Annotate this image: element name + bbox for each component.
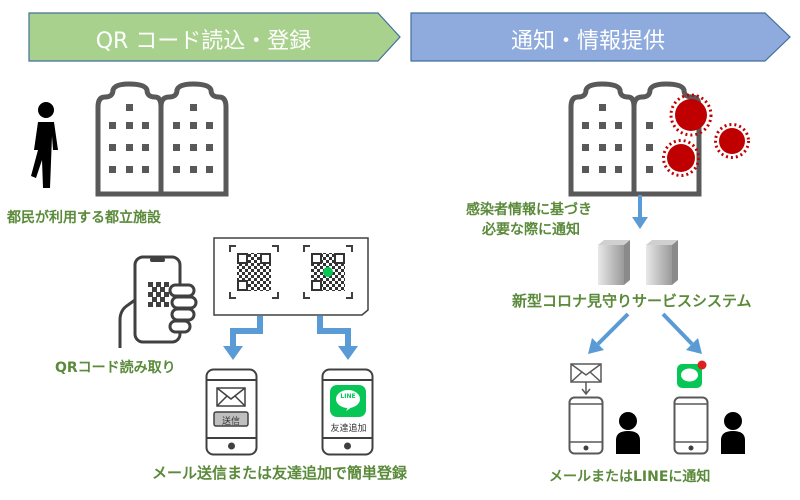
- server-icon: [598, 240, 678, 285]
- banner-left-label: QR コード読込・登録: [95, 29, 312, 54]
- register-label: メール送信または友達追加で簡単登録: [152, 464, 408, 482]
- arrow-to-system: [632, 195, 648, 229]
- send-button: 送信: [221, 417, 240, 427]
- banner-right-label: 通知・情報提供: [510, 29, 665, 54]
- phone-line-add: [321, 368, 374, 456]
- system-label: 新型コロナ見守りサービスシステム: [512, 292, 752, 310]
- notify-label-line1: 感染者情報に基づき: [466, 202, 592, 218]
- arrow-to-email: [223, 316, 358, 360]
- facility-label: 都民が利用する都立施設: [7, 210, 161, 226]
- person-walking-icon: [31, 102, 58, 188]
- phone-email-send: [205, 368, 258, 456]
- banner-left-shape: [28, 12, 791, 62]
- add-friend-label: 友達追加: [330, 424, 367, 434]
- line-qr-center-icon: [323, 267, 333, 277]
- envelope-icon: [216, 387, 246, 407]
- virus-icon: [714, 123, 750, 159]
- notify-label-line2: 必要な際に通知: [482, 222, 580, 238]
- line-notification-icon: [677, 360, 707, 388]
- qr-poster: [213, 237, 369, 316]
- virus-icon: [669, 93, 713, 137]
- hand-phone-qr-icon: [118, 255, 198, 348]
- line-brand-text: LINE: [340, 393, 356, 400]
- result-label: メールまたはLINEに通知: [549, 469, 711, 485]
- phone-line-recipient: [673, 396, 709, 455]
- qr-read-label: QRコード読み取り: [55, 360, 176, 376]
- person-icon: [616, 412, 640, 454]
- facility-building-icon: [95, 81, 229, 197]
- arrows-to-devices: [588, 312, 702, 354]
- virus-icon: [662, 139, 700, 177]
- notification-badge: [697, 360, 707, 370]
- email-notification-icon: [570, 363, 602, 396]
- phone-email-recipient: [568, 396, 604, 455]
- person-icon: [721, 412, 745, 454]
- facility-building-infected-icon: [568, 81, 702, 197]
